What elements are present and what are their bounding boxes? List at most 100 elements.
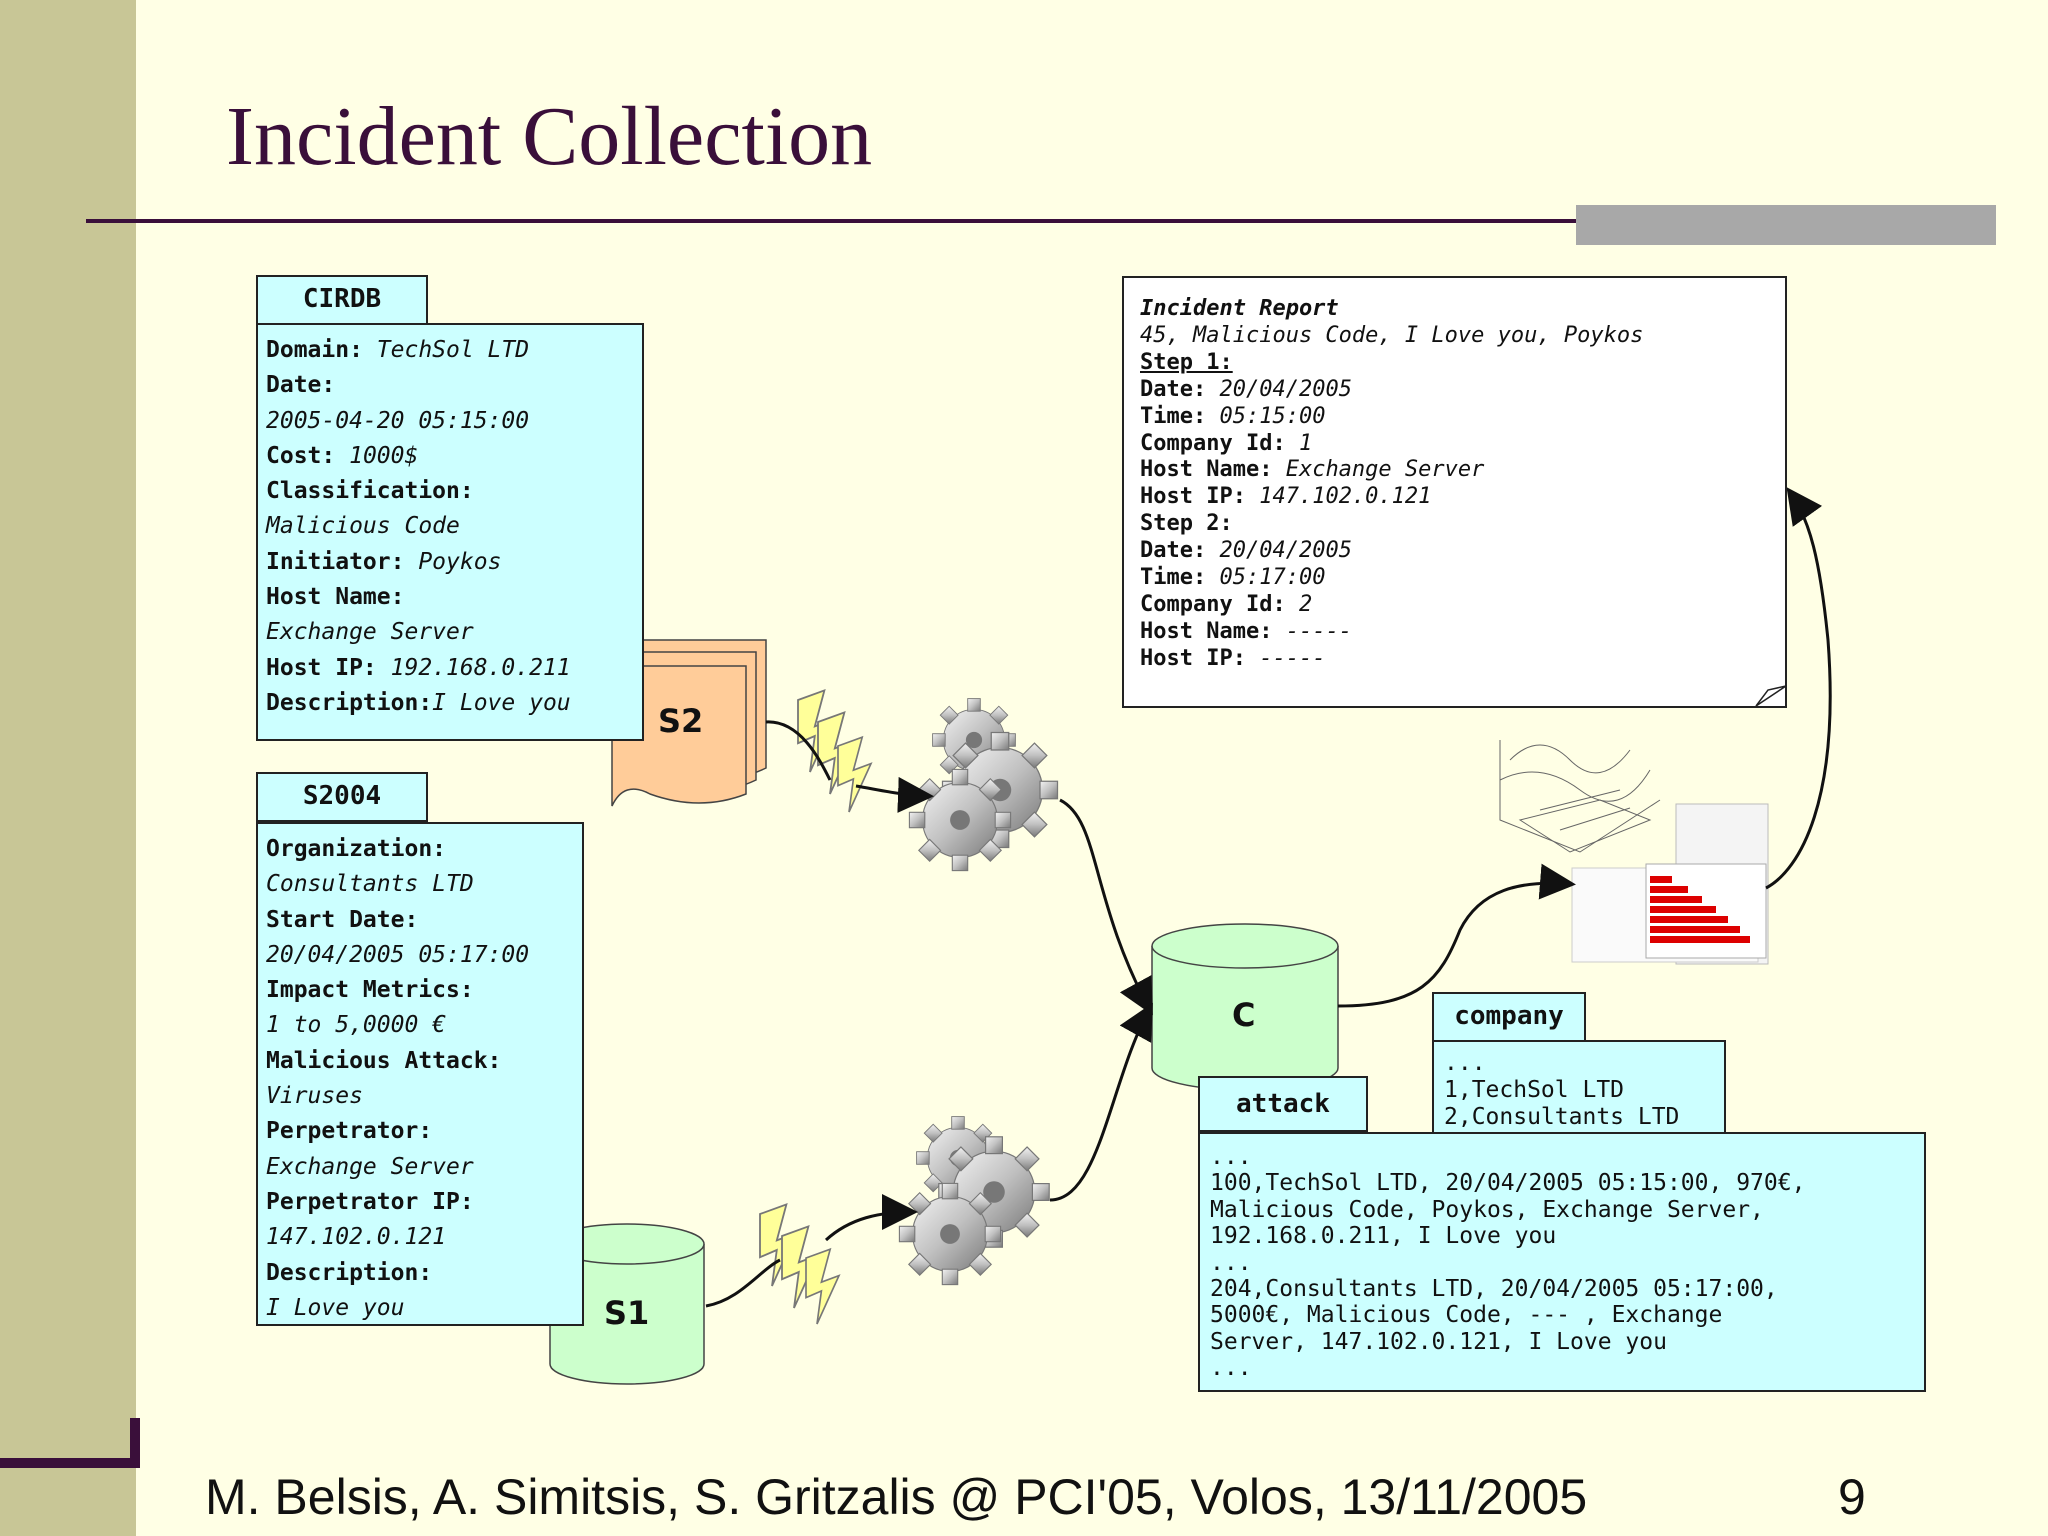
cirdb-tab: CIRDB	[256, 275, 428, 325]
attack-row: 100,TechSol LTD, 20/04/2005 05:15:00, 97…	[1210, 1170, 1806, 1197]
report-field-label: Date:	[1140, 376, 1220, 402]
report-field-label: Time:	[1140, 565, 1220, 591]
cirdb-field-label: Cost:	[266, 442, 350, 469]
s2004-line: Impact Metrics:	[266, 973, 574, 1008]
report-field-value: 2	[1298, 591, 1313, 617]
cirdb-line: Host IP: 192.168.0.211	[266, 651, 634, 686]
cirdb-field-value: Poykos	[418, 548, 502, 575]
cirdb-line: Description:I Love you	[266, 686, 634, 721]
cirdb-line: Domain: TechSol LTD	[266, 333, 634, 368]
s2004-line: Start Date:	[266, 903, 574, 938]
s2004-line: Exchange Server	[266, 1150, 574, 1185]
s2004-field-label: Perpetrator IP:	[266, 1188, 474, 1215]
s2004-field-value: Consultants LTD	[266, 871, 474, 898]
cirdb-line: Classification:	[266, 474, 634, 509]
page-number: 9	[1838, 1469, 1866, 1525]
s1-label: S1	[604, 1294, 650, 1332]
s2004-field-value: 20/04/2005 05:17:00	[266, 941, 530, 968]
s2004-line: Perpetrator IP:	[266, 1185, 574, 1220]
cirdb-field-label: Description:	[266, 689, 433, 716]
report-field-label: Host Name:	[1140, 457, 1286, 483]
attack-row: Server, 147.102.0.121, I Love you	[1210, 1328, 1667, 1355]
database-icon-c	[1151, 923, 1339, 1091]
report-step2-title: Step 2:	[1140, 511, 1233, 537]
report-step1-title: Step 1:	[1140, 349, 1233, 375]
cirdb-line: 2005-04-20 05:15:00	[266, 404, 634, 439]
s2004-line: Malicious Attack:	[266, 1044, 574, 1079]
cirdb-field-value: 192.168.0.211	[390, 654, 571, 681]
left-sidebar-bar	[0, 0, 136, 1536]
report-field-value: 20/04/2005	[1219, 538, 1352, 564]
report-step2-line: Company Id: 2	[1140, 592, 1769, 619]
attack-row: Malicious Code, Poykos, Exchange Server,	[1210, 1196, 1764, 1223]
s2004-field-label: Start Date:	[266, 906, 419, 933]
cirdb-field-value: Exchange Server	[266, 619, 474, 646]
report-step2-line: Host Name: -----	[1140, 619, 1769, 646]
report-step1-line: Host IP: 147.102.0.121	[1140, 484, 1769, 511]
lightning-icon-top	[797, 689, 872, 813]
charts-icon	[1499, 740, 1769, 965]
s2004-line: 20/04/2005 05:17:00	[266, 938, 574, 973]
s2004-line: Organization:	[266, 832, 574, 867]
attack-row: 5000€, Malicious Code, --- , Exchange	[1210, 1302, 1723, 1329]
incident-report: Incident Report 45, Malicious Code, I Lo…	[1122, 276, 1787, 708]
s2004-tab: S2004	[256, 772, 428, 822]
s2004-field-value: I Love you	[266, 1294, 405, 1321]
cirdb-line: Date:	[266, 368, 634, 403]
cirdb-field-value: 2005-04-20 05:15:00	[266, 407, 530, 434]
title-accent-block	[1576, 205, 1996, 245]
report-field-value: -----	[1259, 645, 1326, 671]
document-stack-icon	[611, 639, 767, 807]
corner-accent	[0, 1458, 140, 1468]
report-step1-line: Company Id: 1	[1140, 431, 1769, 458]
slide-title: Incident Collection	[226, 90, 873, 183]
cirdb-field-value: I Love you	[432, 689, 571, 716]
report-field-value: 05:17:00	[1219, 565, 1326, 591]
cirdb-field-label: Classification:	[266, 478, 474, 505]
report-field-label: Host IP:	[1140, 645, 1260, 671]
cirdb-field-label: Host IP:	[266, 654, 391, 681]
report-field-value: 05:15:00	[1219, 403, 1326, 429]
cirdb-field-label: Date:	[266, 372, 336, 399]
report-field-label: Host Name:	[1140, 618, 1286, 644]
s2004-field-label: Perpetrator:	[266, 1118, 433, 1145]
company-row: 1,TechSol LTD	[1444, 1077, 1625, 1103]
s2004-line: Consultants LTD	[266, 867, 574, 902]
report-summary: 45, Malicious Code, I Love you, Poykos	[1140, 322, 1644, 348]
cirdb-record: Domain: TechSol LTD Date: 2005-04-20 05:15…	[256, 323, 644, 741]
cirdb-line: Host Name:	[266, 580, 634, 615]
cirdb-field-value: TechSol LTD	[376, 337, 530, 363]
report-step1-line: Date: 20/04/2005	[1140, 377, 1769, 404]
report-step2-line: Host IP: -----	[1140, 646, 1769, 673]
report-step2-line: Date: 20/04/2005	[1140, 538, 1769, 565]
s2004-line: I Love you	[266, 1291, 574, 1324]
report-heading: Incident Report	[1140, 296, 1339, 321]
report-field-label: Company Id:	[1140, 591, 1299, 617]
s2004-line: 147.102.0.121	[266, 1220, 574, 1255]
s2004-line: Viruses	[266, 1079, 574, 1114]
attack-row: ...	[1210, 1249, 1252, 1276]
company-tab: company	[1432, 992, 1586, 1042]
attack-row: ...	[1210, 1355, 1252, 1382]
company-row: 2,Consultants LTD	[1444, 1104, 1680, 1130]
cirdb-field-value: Malicious Code	[266, 513, 460, 540]
s2004-field-value: 147.102.0.121	[266, 1224, 447, 1251]
cirdb-line: Malicious Code	[266, 509, 634, 544]
report-field-label: Host IP:	[1140, 484, 1260, 510]
s2004-field-value: 1 to 5,0000 €	[266, 1012, 447, 1039]
s2004-line: 1 to 5,0000 €	[266, 1008, 574, 1043]
cirdb-line: Initiator: Poykos	[266, 545, 634, 580]
footer-citation: M. Belsis, A. Simitsis, S. Gritzalis @ P…	[205, 1469, 1588, 1525]
attack-tab: attack	[1198, 1076, 1368, 1132]
cirdb-field-label: Host Name:	[266, 584, 405, 611]
company-row: ...	[1444, 1050, 1486, 1076]
attack-row: ...	[1210, 1144, 1252, 1170]
c-label: C	[1232, 996, 1256, 1034]
report-field-value: -----	[1285, 618, 1352, 644]
gears-icon-top	[908, 698, 1059, 872]
s2004-field-value: Exchange Server	[266, 1153, 474, 1180]
report-field-label: Time:	[1140, 403, 1220, 429]
s2004-line: Perpetrator:	[266, 1114, 574, 1149]
s2004-field-label: Malicious Attack:	[266, 1047, 502, 1074]
